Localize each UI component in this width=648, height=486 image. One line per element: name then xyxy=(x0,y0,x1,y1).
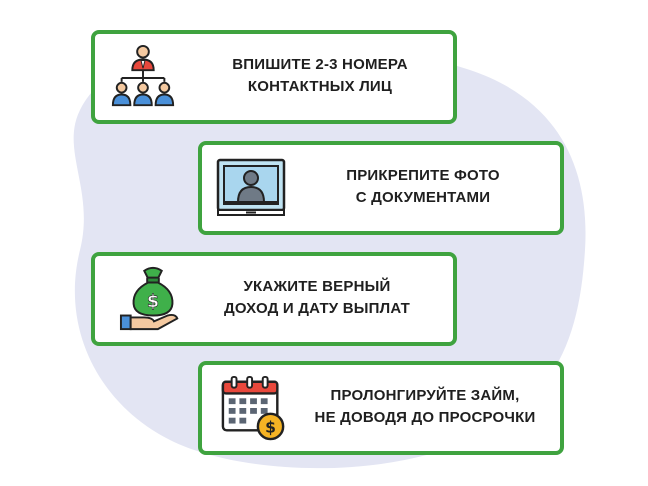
step-line: С ДОКУМЕНТАМИ xyxy=(355,189,491,206)
svg-text:$: $ xyxy=(265,418,276,436)
step-line: НЕ ДОВОДЯ ДО ПРОСРОЧКИ xyxy=(314,409,536,426)
step-text: ПРОЛОНГИРУЙТЕ ЗАЙМ, НЕ ДОВОДЯ ДО ПРОСРОЧ… xyxy=(302,385,548,429)
step-card-documents: ПРИКРЕПИТЕ ФОТО С ДОКУМЕНТАМИ xyxy=(198,141,564,235)
photo-document-icon xyxy=(216,158,286,216)
step-card-income: $ УКАЖИТЕ ВЕРНЫЙ ДОХОД И ДАТУ ВЫПЛАТ xyxy=(91,252,457,346)
step-text: УКАЖИТЕ ВЕРНЫЙ ДОХОД И ДАТУ ВЫПЛАТ xyxy=(199,276,435,320)
step-card-contacts: ВПИШИТЕ 2-3 НОМЕРА КОНТАКТНЫХ ЛИЦ xyxy=(91,30,457,124)
org-chart-icon xyxy=(111,44,175,107)
step-line: ВПИШИТЕ 2-3 НОМЕРА xyxy=(232,56,408,73)
money-bag-hand-icon: $ xyxy=(119,266,179,331)
step-line: УКАЖИТЕ ВЕРНЫЙ xyxy=(243,278,391,295)
svg-text:$: $ xyxy=(147,292,159,312)
step-line: ПРИКРЕПИТЕ ФОТО xyxy=(346,167,500,184)
step-line: ПРОЛОНГИРУЙТЕ ЗАЙМ, xyxy=(330,387,520,404)
step-text: ПРИКРЕПИТЕ ФОТО С ДОКУМЕНТАМИ xyxy=(318,165,528,209)
calendar-dollar-icon: $ xyxy=(221,375,285,441)
step-text: ВПИШИТЕ 2-3 НОМЕРА КОНТАКТНЫХ ЛИЦ xyxy=(205,54,435,98)
step-line: ДОХОД И ДАТУ ВЫПЛАТ xyxy=(224,300,410,317)
step-line: КОНТАКТНЫХ ЛИЦ xyxy=(247,78,393,95)
step-card-prolong: $ ПРОЛОНГИРУЙТЕ ЗАЙМ, НЕ ДОВОДЯ ДО ПРОСР… xyxy=(198,361,564,455)
